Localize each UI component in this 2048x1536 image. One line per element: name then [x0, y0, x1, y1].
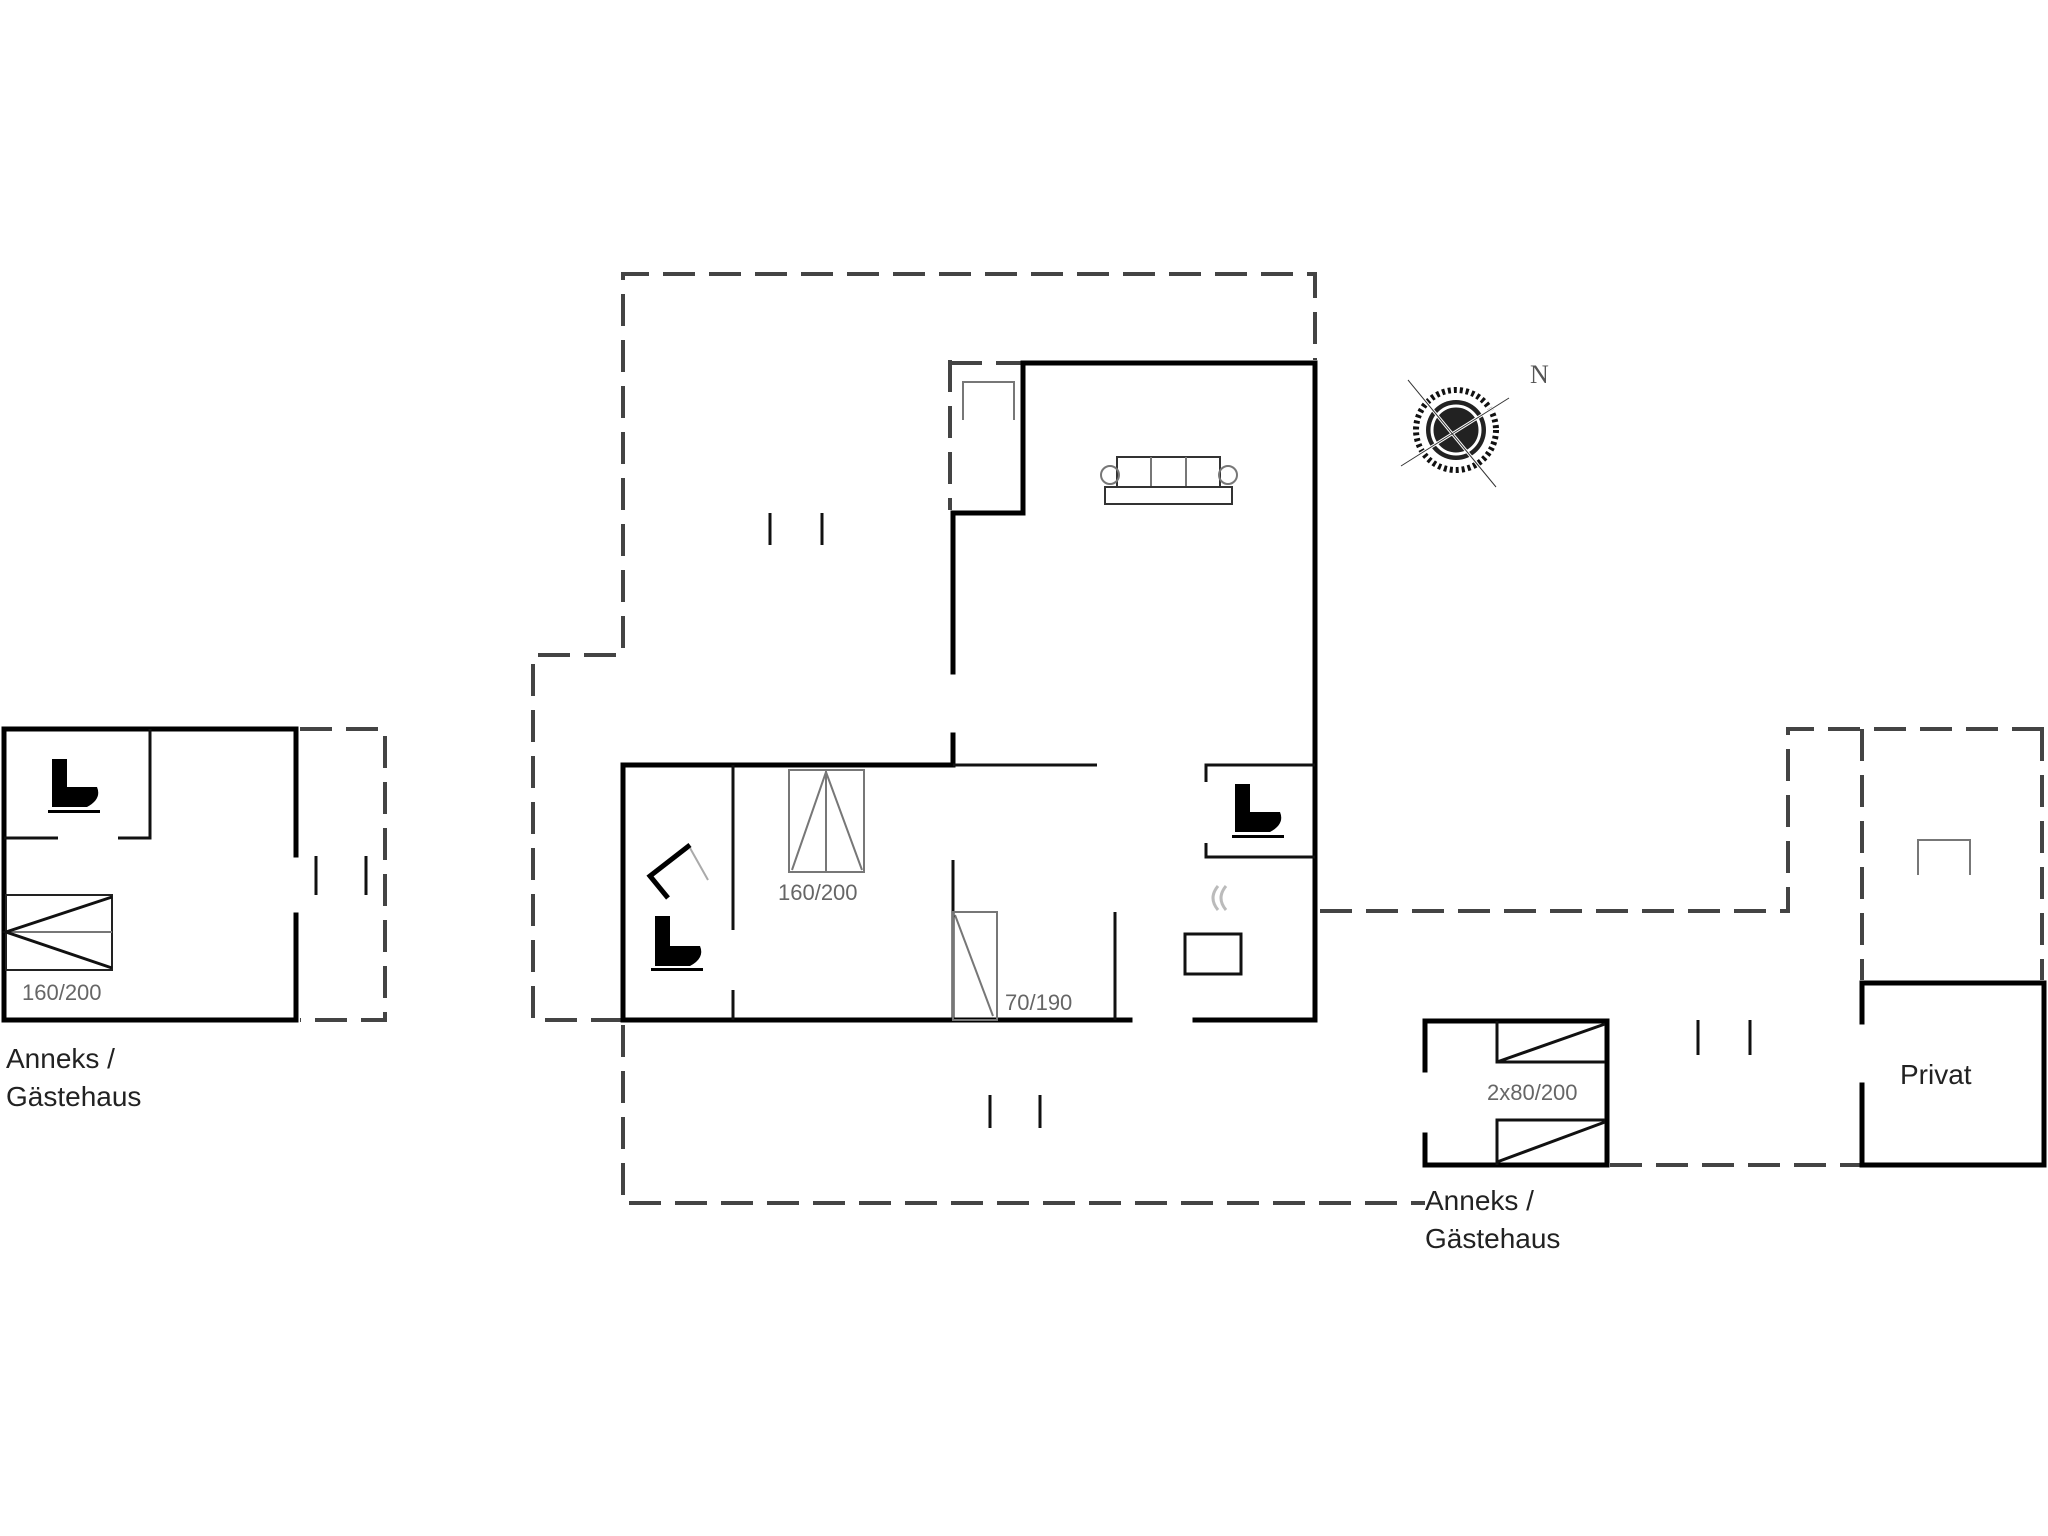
bed-icon	[952, 911, 998, 1021]
bed-icon	[1, 894, 113, 971]
bed-size-label: 2x80/200	[1487, 1080, 1578, 1105]
cooking-pot-icon	[1183, 885, 1243, 976]
bed-icon	[788, 769, 865, 873]
annex-left	[1, 726, 387, 1023]
sofa-icon	[1100, 456, 1238, 505]
annex-right-label: Anneks / Gästehaus	[1425, 1185, 1561, 1254]
bed-size-label: 160/200	[778, 880, 858, 905]
north-label: N	[1530, 360, 1549, 389]
bed-size-label: 70/190	[1005, 990, 1073, 1015]
toilet-icon	[1232, 784, 1284, 838]
annex-right	[1422, 1018, 1610, 1168]
chair-icon	[1917, 839, 1971, 875]
terrace-outline	[531, 272, 1425, 1205]
shower-icon	[646, 843, 709, 900]
chair-icon	[962, 381, 1015, 420]
main-house	[620, 360, 1318, 1023]
toilet-icon	[651, 916, 703, 971]
compass-rose-icon	[1400, 379, 1510, 488]
toilet-icon	[48, 759, 100, 813]
annex-left-label: Anneks / Gästehaus	[6, 1043, 142, 1112]
private-room	[1859, 980, 2047, 1168]
private-room-label: Privat	[1900, 1059, 1972, 1090]
bed-size-label: 160/200	[22, 980, 102, 1005]
